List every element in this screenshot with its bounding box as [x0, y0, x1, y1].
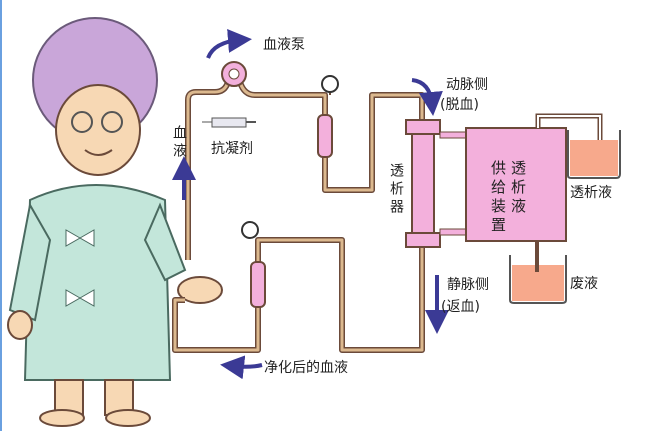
dialysate-liquid	[570, 140, 618, 176]
label-supply-col2: 供给装置	[489, 160, 507, 236]
left-leg	[54, 379, 84, 416]
patient-figure	[7, 17, 223, 427]
dialyzer-top-cap	[405, 119, 441, 135]
dialyzer-upper-connector	[439, 131, 467, 139]
right-sleeve	[143, 202, 187, 282]
arrow-arterial-icon	[411, 78, 443, 116]
label-purified-blood: 净化后的血液	[264, 360, 348, 376]
dialyzer-body	[411, 124, 435, 244]
waste-beaker	[509, 255, 567, 304]
robe-bow-upper	[65, 229, 95, 247]
left-hand	[7, 310, 33, 340]
label-arterial-sub: (脱血)	[440, 97, 479, 113]
right-foot	[105, 409, 151, 427]
pressure-gauge-venous	[241, 221, 259, 239]
left-sleeve	[8, 202, 52, 322]
blood-pump-rotor	[228, 68, 240, 80]
arrow-pump-direction-icon	[206, 28, 252, 59]
label-venous-side: 静脉侧	[447, 277, 489, 293]
mouth	[84, 149, 113, 156]
flow-arrows	[172, 28, 449, 380]
label-blood: 血液	[171, 125, 187, 161]
robe-bow-lower	[65, 289, 95, 307]
syringe-barrel	[211, 117, 247, 128]
label-venous-sub: (返血)	[441, 299, 480, 315]
arrow-purified-icon	[220, 355, 263, 380]
label-waste: 废液	[570, 276, 598, 292]
label-dialysate: 透析液	[570, 185, 612, 201]
label-blood-pump: 血液泵	[263, 37, 305, 53]
pressure-gauge-arterial	[321, 75, 339, 93]
dialyzer-bottom-cap	[405, 232, 441, 248]
label-anticoagulant: 抗凝剂	[211, 141, 253, 157]
arterial-line	[186, 81, 424, 260]
left-foot	[39, 409, 85, 427]
glasses-left	[71, 111, 93, 133]
drip-chamber-venous	[250, 261, 266, 308]
arterial-line-outline	[185, 80, 425, 260]
face	[55, 84, 141, 176]
dialyzer-lower-connector	[439, 228, 467, 236]
label-dialyzer: 透析器	[388, 163, 404, 217]
dialyzer	[405, 119, 467, 248]
drip-chamber-arterial	[317, 114, 333, 158]
arm	[177, 276, 223, 304]
venous-line	[173, 238, 424, 352]
blood-tubing	[172, 80, 425, 353]
label-supply-col1: 透析液	[509, 160, 527, 217]
dialysate-supply-box	[465, 127, 567, 242]
label-arterial-side: 动脉侧	[446, 77, 488, 93]
dialysate-beaker	[567, 130, 621, 179]
anticoagulant-syringe	[202, 117, 256, 128]
glasses-right	[101, 111, 123, 133]
robe	[23, 184, 172, 381]
